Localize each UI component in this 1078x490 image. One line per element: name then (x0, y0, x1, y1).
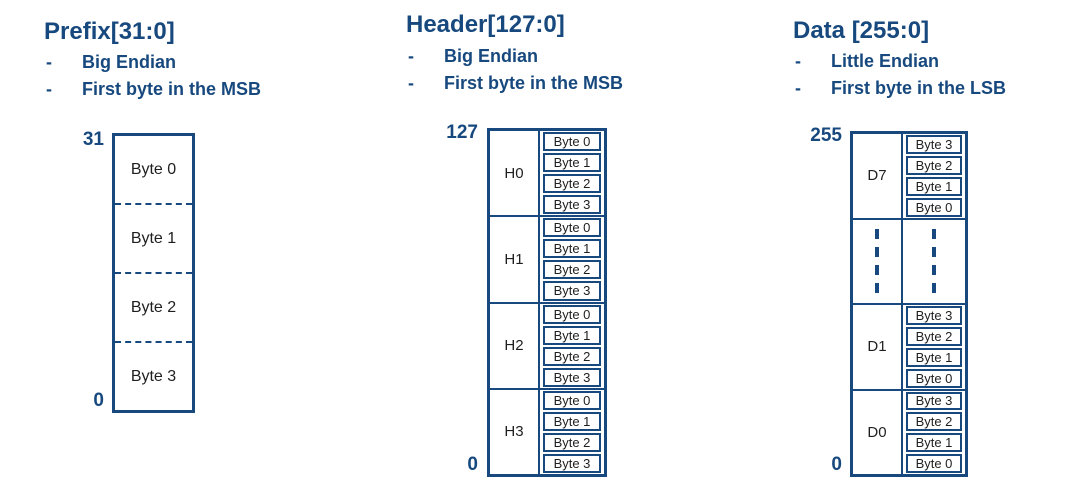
header-msb-bit-label: 127 (446, 122, 478, 143)
bullet-marker: - (46, 52, 52, 72)
byte-cell: Byte 2 (906, 155, 962, 175)
word-label: H1 (490, 217, 540, 302)
bullet-text: Big Endian (82, 52, 176, 72)
byte-cell: Byte 3 (543, 367, 601, 387)
header-bullet-endian: - Big Endian (408, 46, 538, 67)
prefix-lsb-bit-label: 0 (93, 390, 104, 411)
word-label: H3 (490, 389, 540, 474)
bullet-marker: - (795, 51, 801, 71)
header-word-group: H2 Byte 0 Byte 1 Byte 2 Byte 3 (490, 303, 604, 390)
header-title: Header[127:0] (406, 11, 565, 38)
bullet-marker: - (795, 78, 801, 98)
data-lsb-bit-label: 0 (831, 454, 842, 475)
header-word-group: H0 Byte 0 Byte 1 Byte 2 Byte 3 (490, 131, 604, 218)
word-label: D0 (853, 390, 903, 474)
prefix-byte-segment: Byte 3 (130, 367, 177, 385)
vertical-ellipsis-dashes (875, 229, 879, 294)
word-label: D1 (853, 305, 903, 389)
prefix-title: Prefix[31:0] (44, 18, 175, 45)
bullet-marker: - (408, 46, 414, 66)
byte-cell: Byte 2 (906, 326, 962, 346)
byte-cell: Byte 1 (906, 347, 962, 367)
byte-cell: Byte 1 (543, 325, 601, 345)
byte-cell: Byte 2 (906, 412, 962, 432)
data-bullet-endian: - Little Endian (795, 51, 939, 72)
byte-cell: Byte 3 (906, 135, 962, 154)
ellipsis-cell (903, 220, 965, 304)
byte-cell: Byte 0 (906, 197, 962, 217)
bullet-text: Big Endian (444, 46, 538, 66)
byte-cell: Byte 1 (906, 176, 962, 196)
data-word-group: D7 Byte 3 Byte 2 Byte 1 Byte 0 (853, 134, 965, 220)
bullet-marker: - (408, 73, 414, 93)
ellipsis-cell (853, 219, 903, 303)
bullet-text: First byte in the MSB (444, 73, 624, 93)
byte-cell: Byte 0 (543, 218, 601, 238)
byte-cell: Byte 0 (906, 454, 962, 473)
byte-stack: Byte 3 Byte 2 Byte 1 Byte 0 (903, 134, 965, 218)
byte-cell: Byte 1 (543, 239, 601, 259)
vertical-ellipsis-dashes (932, 229, 936, 294)
byte-cell: Byte 0 (543, 304, 601, 324)
byte-cell: Byte 3 (906, 391, 962, 411)
byte-cell: Byte 3 (543, 281, 601, 301)
prefix-bullet-byte-order: - First byte in the MSB (46, 79, 261, 100)
prefix-byte-segment: Byte 0 (115, 136, 192, 205)
byte-stack: Byte 0 Byte 1 Byte 2 Byte 3 (540, 217, 604, 301)
data-word-group: D1 Byte 3 Byte 2 Byte 1 Byte 0 (853, 305, 965, 391)
header-word-group: H3 Byte 0 Byte 1 Byte 2 Byte 3 (490, 389, 604, 474)
header-lsb-bit-label: 0 (467, 454, 478, 475)
header-register-box: H0 Byte 0 Byte 1 Byte 2 Byte 3 H1 Byte 0… (487, 128, 607, 477)
byte-cell: Byte 1 (906, 433, 962, 453)
byte-stack: Byte 0 Byte 1 Byte 2 Byte 3 (540, 304, 604, 388)
word-label: D7 (853, 134, 903, 218)
bullet-text: Little Endian (831, 51, 939, 71)
byte-stack: Byte 3 Byte 2 Byte 1 Byte 0 (903, 305, 965, 389)
bullet-text: First byte in the LSB (831, 78, 1007, 98)
byte-cell: Byte 2 (543, 260, 601, 280)
prefix-byte-segment: Byte 1 (115, 205, 192, 274)
prefix-msb-bit-label: 31 (82, 129, 104, 150)
byte-cell: Byte 3 (543, 453, 601, 473)
data-word-group: D0 Byte 3 Byte 2 Byte 1 Byte 0 (853, 390, 965, 475)
byte-cell: Byte 0 (543, 132, 601, 152)
byte-cell: Byte 0 (543, 390, 601, 410)
prefix-bullet-endian: - Big Endian (46, 52, 176, 73)
bullet-text: First byte in the MSB (82, 79, 262, 99)
header-bullet-byte-order: - First byte in the MSB (408, 73, 623, 94)
byte-cell: Byte 2 (543, 346, 601, 366)
prefix-byte-segment: Byte 2 (115, 274, 192, 343)
byte-stack: Byte 0 Byte 1 Byte 2 Byte 3 (540, 390, 604, 474)
byte-cell: Byte 1 (543, 411, 601, 431)
word-label: H0 (490, 131, 540, 216)
byte-cell: Byte 2 (543, 174, 601, 194)
data-bullet-byte-order: - First byte in the LSB (795, 78, 1006, 99)
header-word-group: H1 Byte 0 Byte 1 Byte 2 Byte 3 (490, 217, 604, 304)
data-register-box: D7 Byte 3 Byte 2 Byte 1 Byte 0 D1 Byte 3… (850, 131, 968, 477)
bullet-marker: - (46, 79, 52, 99)
word-label: H2 (490, 303, 540, 388)
byte-stack: Byte 3 Byte 2 Byte 1 Byte 0 (903, 391, 965, 475)
data-title: Data [255:0] (793, 17, 930, 44)
byte-cell: Byte 1 (543, 153, 601, 173)
byte-cell: Byte 3 (906, 306, 962, 325)
byte-cell: Byte 0 (906, 368, 962, 388)
data-ellipsis-group (853, 219, 965, 305)
byte-stack: Byte 0 Byte 1 Byte 2 Byte 3 (540, 131, 604, 215)
byte-cell: Byte 2 (543, 432, 601, 452)
data-msb-bit-label: 255 (810, 125, 842, 146)
prefix-register-box: Byte 0 Byte 1 Byte 2 Byte 3 (112, 133, 195, 413)
byte-cell: Byte 3 (543, 195, 601, 215)
